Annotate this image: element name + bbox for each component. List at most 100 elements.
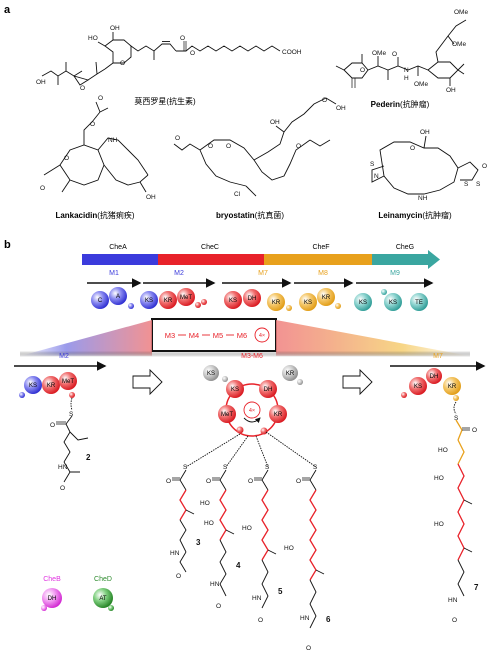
- svg-text:OMe: OMe: [414, 81, 428, 88]
- svg-text:O: O: [180, 35, 185, 42]
- svg-text:OH: OH: [446, 87, 456, 94]
- svg-text:N: N: [404, 67, 409, 74]
- trans-gene-cheb: CheB: [43, 576, 61, 583]
- svg-text:O: O: [296, 478, 301, 485]
- svg-text:O: O: [40, 185, 45, 192]
- left-domains: KS KR MeT: [19, 372, 77, 398]
- svg-text:HO: HO: [88, 35, 98, 42]
- panel-a-label: a: [4, 4, 11, 16]
- svg-text:HN: HN: [448, 597, 458, 604]
- svg-text:KR: KR: [322, 295, 331, 301]
- svg-text:O: O: [166, 478, 171, 485]
- domain-dh-m7: DH: [243, 289, 261, 307]
- svg-text:OH: OH: [270, 119, 280, 126]
- mupirocin-atoms: OH HO OH O O O O COOH: [36, 25, 302, 92]
- svg-text:DH: DH: [248, 296, 257, 302]
- svg-text:HO: HO: [434, 475, 444, 482]
- svg-text:OH: OH: [36, 79, 46, 86]
- svg-text:OH: OH: [336, 105, 346, 112]
- process-arrow-2: [342, 368, 373, 396]
- structure-bryostatin: [173, 97, 337, 197]
- svg-text:HO: HO: [284, 545, 294, 552]
- product-5-structure: [254, 469, 277, 609]
- product-3-structure: [172, 469, 195, 573]
- svg-text:S: S: [223, 464, 228, 471]
- product-7-labels: S O HO HO HO HN O 7: [434, 415, 479, 624]
- domain-a: A: [109, 287, 127, 305]
- svg-text:O: O: [482, 163, 487, 170]
- svg-text:S: S: [265, 464, 270, 471]
- svg-text:O: O: [208, 143, 213, 150]
- svg-text:KS: KS: [414, 384, 422, 390]
- compound-name-lankacidin: Lankacidin(抗猪痢疾): [55, 210, 134, 220]
- svg-text:KR: KR: [274, 412, 283, 418]
- svg-text:O: O: [206, 478, 211, 485]
- svg-text:DH: DH: [264, 387, 273, 393]
- product-5-number: 5: [278, 587, 283, 596]
- svg-text:O: O: [90, 121, 95, 128]
- svg-text:HO: HO: [200, 500, 210, 507]
- domain-row: C A KS KR MeT KS DH KR KS KR KS KS TE: [91, 287, 428, 311]
- svg-text:M5: M5: [213, 331, 223, 340]
- svg-text:O: O: [306, 645, 311, 652]
- domain-c: C: [91, 291, 109, 309]
- right-module-label: M7: [433, 353, 443, 360]
- svg-text:HO: HO: [434, 521, 444, 528]
- svg-text:KS: KS: [389, 300, 397, 306]
- product-6-structure: [302, 469, 325, 629]
- svg-text:O: O: [472, 427, 477, 434]
- gene-label-chef: CheF: [312, 244, 329, 251]
- left-o2-atom: O: [60, 485, 65, 492]
- svg-text:M7: M7: [258, 270, 268, 277]
- domain-kr-m7: KR: [267, 293, 285, 311]
- gene-label-chec: CheC: [201, 244, 219, 251]
- module-labels: M1 M2 M7 M8 M9: [109, 270, 400, 277]
- gene-segment-chea: [82, 254, 158, 265]
- mid-domains: KS KR KS DH KR MeT 4×: [203, 365, 303, 437]
- left-module-label: M2: [59, 353, 69, 360]
- svg-text:O: O: [216, 603, 221, 610]
- svg-text:M6: M6: [237, 331, 247, 340]
- domain-ks-m9b: KS: [384, 293, 402, 311]
- svg-text:A: A: [116, 294, 120, 300]
- gene-segment-chec: [158, 254, 264, 265]
- right-domain-dh: DH: [426, 368, 442, 384]
- svg-text:M4: M4: [189, 331, 199, 340]
- svg-text:S: S: [454, 415, 459, 422]
- svg-text:KS: KS: [207, 371, 215, 377]
- svg-text:COOH: COOH: [282, 49, 302, 56]
- svg-text:KS: KS: [29, 383, 37, 389]
- svg-text:O: O: [258, 617, 263, 624]
- gene-segment-chef: [264, 254, 372, 265]
- mid-domain-kr2: KR: [269, 405, 287, 423]
- svg-text:O: O: [296, 143, 301, 150]
- bryostatin-atoms: O O OH O OH O O Cl: [175, 97, 346, 198]
- svg-text:O: O: [120, 60, 125, 67]
- svg-text:C: C: [98, 298, 103, 304]
- svg-text:H: H: [404, 75, 409, 82]
- domain-te: TE: [410, 293, 428, 311]
- svg-text:HN: HN: [170, 550, 180, 557]
- svg-text:HO: HO: [204, 520, 214, 527]
- left-s-atom: S: [69, 411, 74, 418]
- gene-labels: CheA CheC CheF CheG: [109, 244, 414, 251]
- product-3-number: 3: [196, 538, 201, 547]
- svg-text:S: S: [464, 181, 469, 188]
- svg-text:NH: NH: [418, 195, 428, 202]
- structure-pederin: [335, 19, 467, 88]
- mid-product-labels: S S S S O O O O HO HO HO HO HN HN HN HN …: [166, 464, 331, 652]
- svg-text:M1: M1: [109, 270, 119, 277]
- svg-text:S: S: [370, 161, 375, 168]
- svg-text:KR: KR: [286, 371, 295, 377]
- mid-grey-kr: KR: [282, 365, 298, 381]
- left-domain-ks: KS: [24, 376, 42, 394]
- svg-text:MeT: MeT: [221, 412, 233, 418]
- right-domains: KS DH KR: [401, 368, 461, 401]
- compound-name-bryostatin: bryostatin(抗真菌): [216, 210, 284, 220]
- lankacidin-atoms: O O NH O O OH: [40, 95, 156, 201]
- process-arrows: [132, 368, 373, 396]
- svg-text:DH: DH: [430, 374, 439, 380]
- structure-lankacidin: [43, 101, 149, 193]
- svg-text:O: O: [190, 50, 195, 57]
